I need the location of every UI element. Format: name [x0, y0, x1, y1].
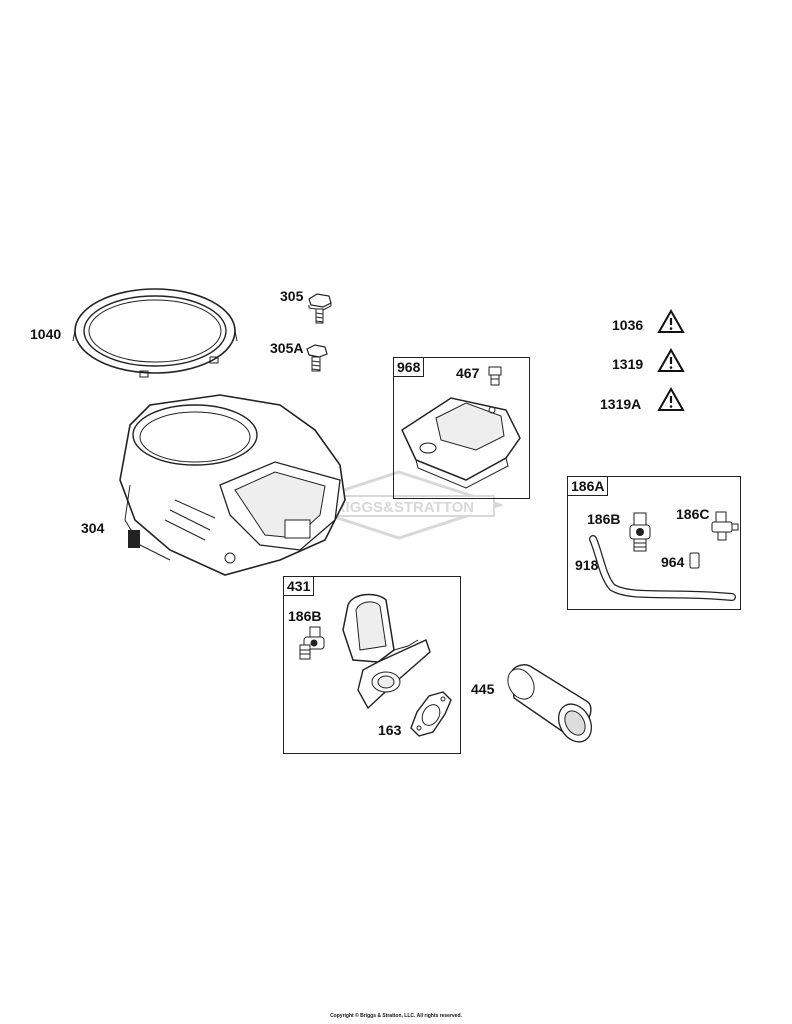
- label-1319: 1319: [612, 356, 644, 372]
- fitting-186B-b-drawing: [299, 626, 325, 660]
- box-label-431: 431: [283, 576, 315, 596]
- label-467: 467: [456, 365, 480, 381]
- label-186B-a: 186B: [587, 511, 621, 527]
- label-1319A: 1319A: [600, 396, 642, 412]
- copyright-notice: Copyright © Briggs & Stratton, LLC. All …: [330, 1013, 462, 1019]
- hose-918-drawing: [589, 535, 736, 601]
- air-cleaner-base-431-drawing: [342, 593, 431, 710]
- gasket-163-drawing: [410, 691, 452, 737]
- watermark-text: BRIGGS&STRATTON: [324, 499, 474, 516]
- warning-1319-icon: [657, 347, 685, 372]
- label-186C: 186C: [676, 506, 710, 522]
- box-label-968: 968: [393, 357, 425, 377]
- fitting-186B-a-drawing: [629, 512, 651, 552]
- fastener-467-drawing: [488, 366, 502, 386]
- warning-1319A-icon: [657, 386, 685, 411]
- kit-box-968: 968: [393, 357, 530, 499]
- label-186B-b: 186B: [288, 608, 322, 624]
- cap-964-drawing: [689, 552, 700, 569]
- label-918: 918: [575, 557, 599, 573]
- label-305: 305: [280, 288, 304, 304]
- bolt-305A-drawing: [306, 344, 328, 372]
- label-163: 163: [378, 722, 402, 738]
- kit-box-431: 431: [283, 576, 461, 754]
- filter-445-drawing: [507, 664, 593, 743]
- blower-housing-304-drawing: [119, 394, 346, 576]
- kit-box-186A: 186A: [567, 476, 741, 610]
- cover-968-drawing: [401, 397, 521, 489]
- bolt-305-drawing: [308, 293, 332, 324]
- label-305A: 305A: [270, 340, 304, 356]
- label-1040: 1040: [30, 326, 62, 342]
- label-445: 445: [471, 681, 495, 697]
- box-label-186A: 186A: [567, 476, 609, 496]
- label-304: 304: [81, 520, 105, 536]
- label-964: 964: [661, 554, 685, 570]
- label-1036: 1036: [612, 317, 644, 333]
- ring-1040-drawing: [72, 288, 238, 378]
- fitting-186C-drawing: [711, 511, 739, 541]
- warning-1036-icon: [657, 308, 685, 333]
